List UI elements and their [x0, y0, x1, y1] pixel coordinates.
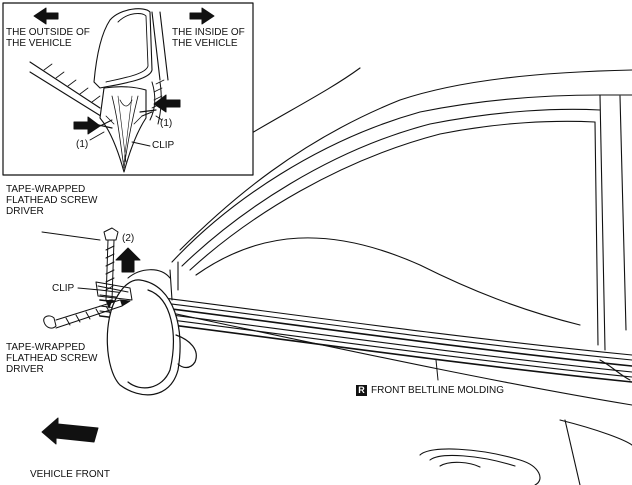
vehicle-front-label: VEHICLE FRONT: [30, 469, 111, 480]
upper-screwdriver: [41, 227, 119, 309]
tool-lower-label: TAPE-WRAPPED FLATHEAD SCREW DRIVER: [6, 342, 98, 375]
lower-screwdriver: [43, 299, 131, 329]
direction-arrow-2: [115, 247, 141, 273]
inside-of-vehicle-label: THE INSIDE OF THE VEHICLE: [172, 27, 245, 49]
clip-area: [77, 281, 133, 301]
beltline-molding-label: R FRONT BELTLINE MOLDING: [356, 385, 504, 396]
part-badge: R: [356, 385, 367, 396]
callout-2: (2): [122, 233, 135, 244]
outside-of-vehicle-label: THE OUTSIDE OF THE VEHICLE: [6, 27, 90, 49]
inset-detail: [2, 2, 254, 176]
part-label: FRONT BELTLINE MOLDING: [371, 385, 504, 396]
tool-upper-label: TAPE-WRAPPED FLATHEAD SCREW DRIVER: [6, 184, 98, 217]
callout-1-left: (1): [76, 139, 89, 150]
beltline-leader: [435, 359, 439, 381]
inset-clip-label: CLIP: [152, 140, 175, 151]
inside-arrow: [189, 7, 215, 25]
outside-arrow: [33, 7, 59, 25]
vehicle-front-arrow: [41, 417, 99, 445]
action-arrow-1-left: [73, 116, 101, 135]
action-arrow-1-right: [153, 94, 181, 113]
side-mirror: [106, 279, 197, 396]
callout-1-right: (1): [160, 118, 173, 129]
main-clip-label: CLIP: [52, 283, 75, 294]
